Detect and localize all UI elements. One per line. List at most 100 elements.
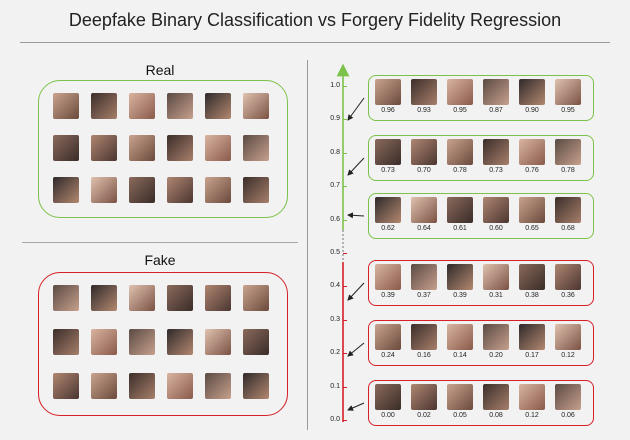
vertical-divider [307,60,308,430]
score-face-thumbnail [375,139,401,165]
axis-tick [343,319,347,321]
axis-tick-label: 0.0 [330,416,340,423]
fidelity-score: 0.62 [381,225,395,232]
fidelity-score: 0.70 [417,167,431,174]
axis-tick [343,386,347,388]
axis-tick-label: 0.4 [330,282,340,290]
fidelity-score: 0.87 [489,107,503,114]
fake-face-thumbnail [53,373,79,399]
fidelity-score: 0.73 [489,167,503,174]
fidelity-score: 0.73 [381,167,395,174]
axis-tick [343,420,347,421]
fidelity-score: 0.16 [417,352,431,359]
axis-tick [343,253,347,254]
score-pointer-arrow [347,342,365,357]
fidelity-score: 0.37 [417,292,431,299]
score-face-thumbnail [483,264,509,290]
fidelity-score: 0.65 [525,225,539,232]
fidelity-score: 0.24 [381,352,395,359]
fake-face-thumbnail [167,373,193,399]
fidelity-score: 0.02 [417,412,431,419]
score-face-thumbnail [483,79,509,105]
fidelity-score: 0.93 [417,107,431,114]
score-face-thumbnail [519,139,545,165]
fidelity-score: 0.12 [525,412,539,419]
axis-tick-label: 0.1 [330,382,340,390]
axis-tick-label: 1.0 [330,82,340,89]
score-face-thumbnail [411,264,437,290]
axis-tick-label: 0.3 [330,315,340,323]
score-face-thumbnail [411,139,437,165]
fake-face-thumbnail [205,373,231,399]
fake-face-thumbnail [53,329,79,355]
axis-tick [343,86,347,87]
score-face-thumbnail [555,324,581,350]
axis-tick-label: 0.6 [330,215,340,223]
score-face-thumbnail [375,197,401,223]
score-face-thumbnail [447,264,473,290]
fidelity-score: 0.78 [561,167,575,174]
real-label: Real [145,62,175,78]
score-face-thumbnail [519,197,545,223]
real-face-thumbnail [167,177,193,203]
fidelity-score: 0.68 [561,225,575,232]
axis-tick-label: 0.7 [330,182,340,190]
fake-face-thumbnail [167,329,193,355]
fidelity-score: 0.38 [525,292,539,299]
real-face-thumbnail [243,177,269,203]
fake-face-thumbnail [53,285,79,311]
axis-tick [343,219,347,221]
fidelity-score: 0.60 [489,225,503,232]
score-face-thumbnail [519,384,545,410]
score-face-thumbnail [519,79,545,105]
real-face-thumbnail [243,93,269,119]
fake-face-thumbnail [91,285,117,311]
section-divider [22,242,298,243]
fidelity-score: 0.06 [561,412,575,419]
score-face-thumbnail [447,197,473,223]
fidelity-score: 0.36 [561,292,575,299]
fidelity-score: 0.64 [417,225,431,232]
fidelity-score: 0.31 [489,292,503,299]
score-face-thumbnail [555,384,581,410]
fake-face-thumbnail [167,285,193,311]
score-face-thumbnail [447,79,473,105]
score-face-thumbnail [519,324,545,350]
fake-face-thumbnail [205,329,231,355]
real-face-thumbnail [205,93,231,119]
axis-tick [343,186,347,188]
axis-tick-label: 0.8 [330,148,340,156]
fidelity-score: 0.96 [381,107,395,114]
score-face-thumbnail [555,139,581,165]
score-face-thumbnail [447,384,473,410]
score-face-thumbnail [519,264,545,290]
real-face-thumbnail [91,135,117,161]
axis-tick [343,286,347,288]
score-pointer-arrow [347,212,365,219]
fidelity-score: 0.39 [453,292,467,299]
fake-face-thumbnail [243,373,269,399]
real-faces-box [38,80,288,218]
score-face-thumbnail [447,139,473,165]
fake-score-row: 0.39 0.37 0.39 0.31 0.38 0.36 [368,260,594,306]
score-face-thumbnail [375,264,401,290]
score-face-thumbnail [483,324,509,350]
score-face-thumbnail [375,384,401,410]
real-face-thumbnail [129,93,155,119]
fidelity-score: 0.20 [489,352,503,359]
real-face-thumbnail [167,93,193,119]
title-divider [20,42,610,43]
fake-face-thumbnail [129,285,155,311]
fidelity-score: 0.17 [525,352,539,359]
real-face-thumbnail [53,135,79,161]
fidelity-score: 0.39 [381,292,395,299]
real-face-thumbnail [167,135,193,161]
fidelity-score: 0.95 [453,107,467,114]
score-face-thumbnail [483,197,509,223]
score-face-thumbnail [555,197,581,223]
fidelity-score: 0.12 [561,352,575,359]
score-pointer-arrow [347,402,365,411]
